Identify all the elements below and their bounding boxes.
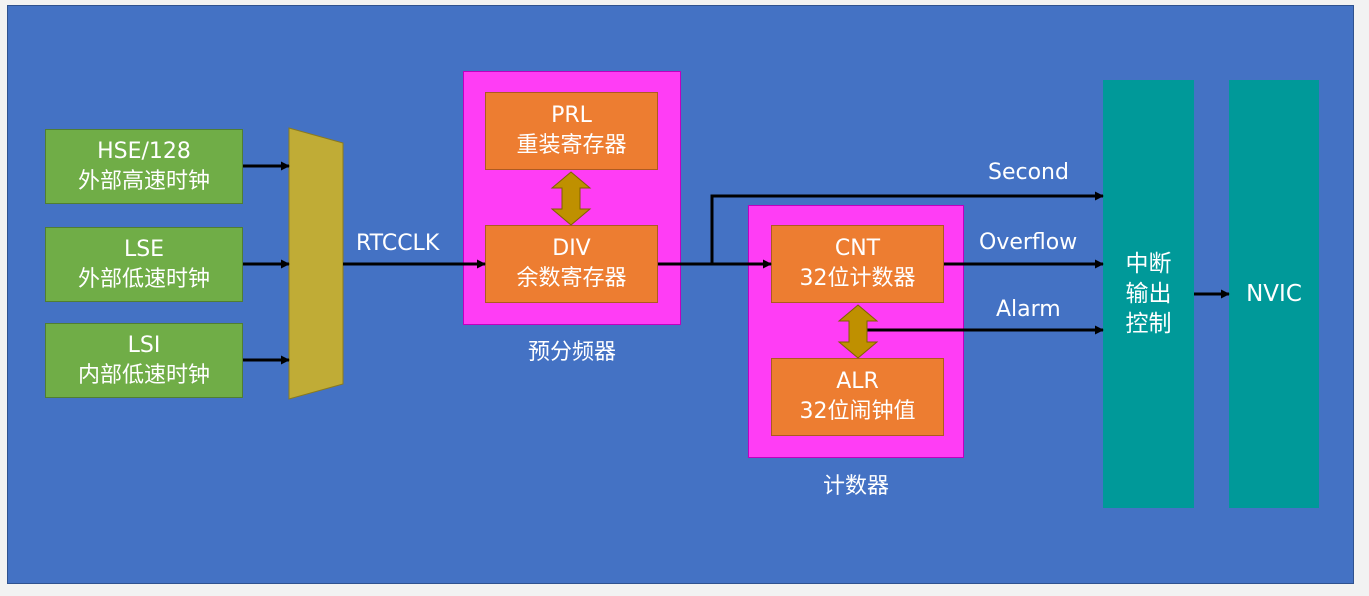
- div-register-block: DIV 余数寄存器: [485, 225, 658, 303]
- interrupt-control-block: 中断 输出 控制: [1103, 80, 1194, 508]
- hse-source-block: HSE/128 外部高速时钟: [45, 129, 243, 204]
- div-desc: 余数寄存器: [516, 266, 627, 291]
- clock-mux: [288, 127, 344, 400]
- prl-desc: 重装寄存器: [516, 133, 627, 158]
- interrupt-line-2: 输出: [1125, 281, 1172, 307]
- alr-desc: 32位闹钟值: [799, 399, 916, 424]
- cnt-alr-bidir-arrow: [837, 304, 879, 359]
- nvic-label: NVIC: [1246, 281, 1302, 307]
- overflow-signal-label: Overflow: [979, 230, 1078, 255]
- lsi-name: LSI: [127, 332, 161, 358]
- lse-desc: 外部低速时钟: [77, 266, 210, 292]
- hse-desc: 外部高速时钟: [77, 168, 210, 194]
- cnt-desc: 32位计数器: [799, 266, 916, 291]
- lsi-source-block: LSI 内部低速时钟: [45, 323, 243, 398]
- prl-name: PRL: [551, 103, 592, 128]
- lsi-desc: 内部低速时钟: [77, 362, 210, 388]
- alarm-signal-label: Alarm: [996, 297, 1061, 322]
- diagram-wires: [243, 127, 1230, 400]
- cnt-name: CNT: [834, 236, 881, 261]
- prl-register-block: PRL 重装寄存器: [485, 92, 658, 170]
- lse-name: LSE: [123, 236, 165, 262]
- second-signal-label: Second: [988, 160, 1069, 185]
- hse-name: HSE/128: [97, 138, 191, 164]
- prescaler-caption: 预分频器: [527, 340, 616, 365]
- second-signal-arrow: [710, 191, 1104, 264]
- counter-caption: 计数器: [822, 474, 889, 499]
- alr-name: ALR: [836, 369, 879, 394]
- rtcclk-label: RTCCLK: [356, 231, 440, 256]
- prl-div-bidir-arrow: [550, 171, 592, 226]
- div-name: DIV: [552, 236, 591, 261]
- interrupt-line-3: 控制: [1125, 311, 1172, 337]
- diagram-canvas: HSE/128 外部高速时钟 LSE 外部低速时钟 LSI 内部低速时钟 PRL…: [7, 5, 1354, 584]
- alr-register-block: ALR 32位闹钟值: [771, 358, 944, 436]
- nvic-block: NVIC: [1229, 80, 1319, 508]
- interrupt-line-1: 中断: [1125, 251, 1172, 277]
- lse-source-block: LSE 外部低速时钟: [45, 227, 243, 302]
- cnt-register-block: CNT 32位计数器: [771, 225, 944, 303]
